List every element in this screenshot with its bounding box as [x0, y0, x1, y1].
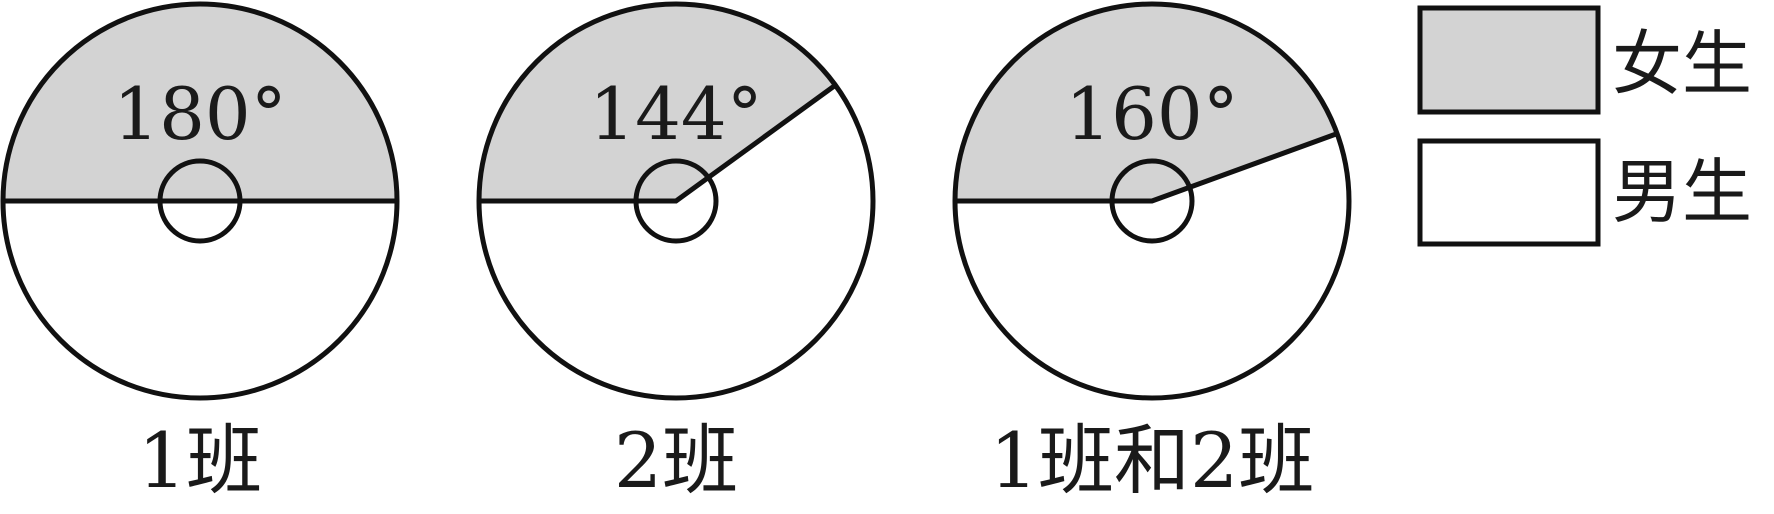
pie-slice-boundary	[955, 131, 1338, 204]
pie-chart-class-1: 180° 1班	[0, 1, 400, 505]
chart-caption: 2班	[614, 416, 738, 505]
legend-swatch-boys	[1417, 138, 1601, 247]
chart-caption: 1班和2班	[990, 416, 1315, 505]
pie-slice-girls	[479, 4, 836, 201]
chart-caption: 1班	[138, 416, 262, 505]
legend-label-boys: 男生	[1612, 151, 1752, 233]
angle-marker	[633, 158, 719, 244]
pie-chart-combined: 160° 1班和2班	[952, 1, 1352, 505]
pie-slice-boundary	[479, 83, 837, 204]
angle-label: 180°	[113, 72, 286, 156]
pie-chart-class-2: 144° 2班	[476, 1, 876, 505]
angle-label: 160°	[1065, 72, 1238, 156]
pie-slice-boys	[955, 133, 1349, 399]
legend-label-girls: 女生	[1612, 23, 1752, 105]
pie-slice-girls	[3, 4, 397, 202]
pie-slice-boys	[3, 201, 397, 398]
angle-label: 144°	[589, 72, 762, 156]
pie-slice-girls	[955, 3, 1338, 202]
angle-marker	[157, 158, 243, 244]
angle-marker	[1109, 158, 1195, 244]
legend: 女生 男生	[1417, 5, 1752, 247]
legend-swatch-girls	[1417, 5, 1601, 115]
